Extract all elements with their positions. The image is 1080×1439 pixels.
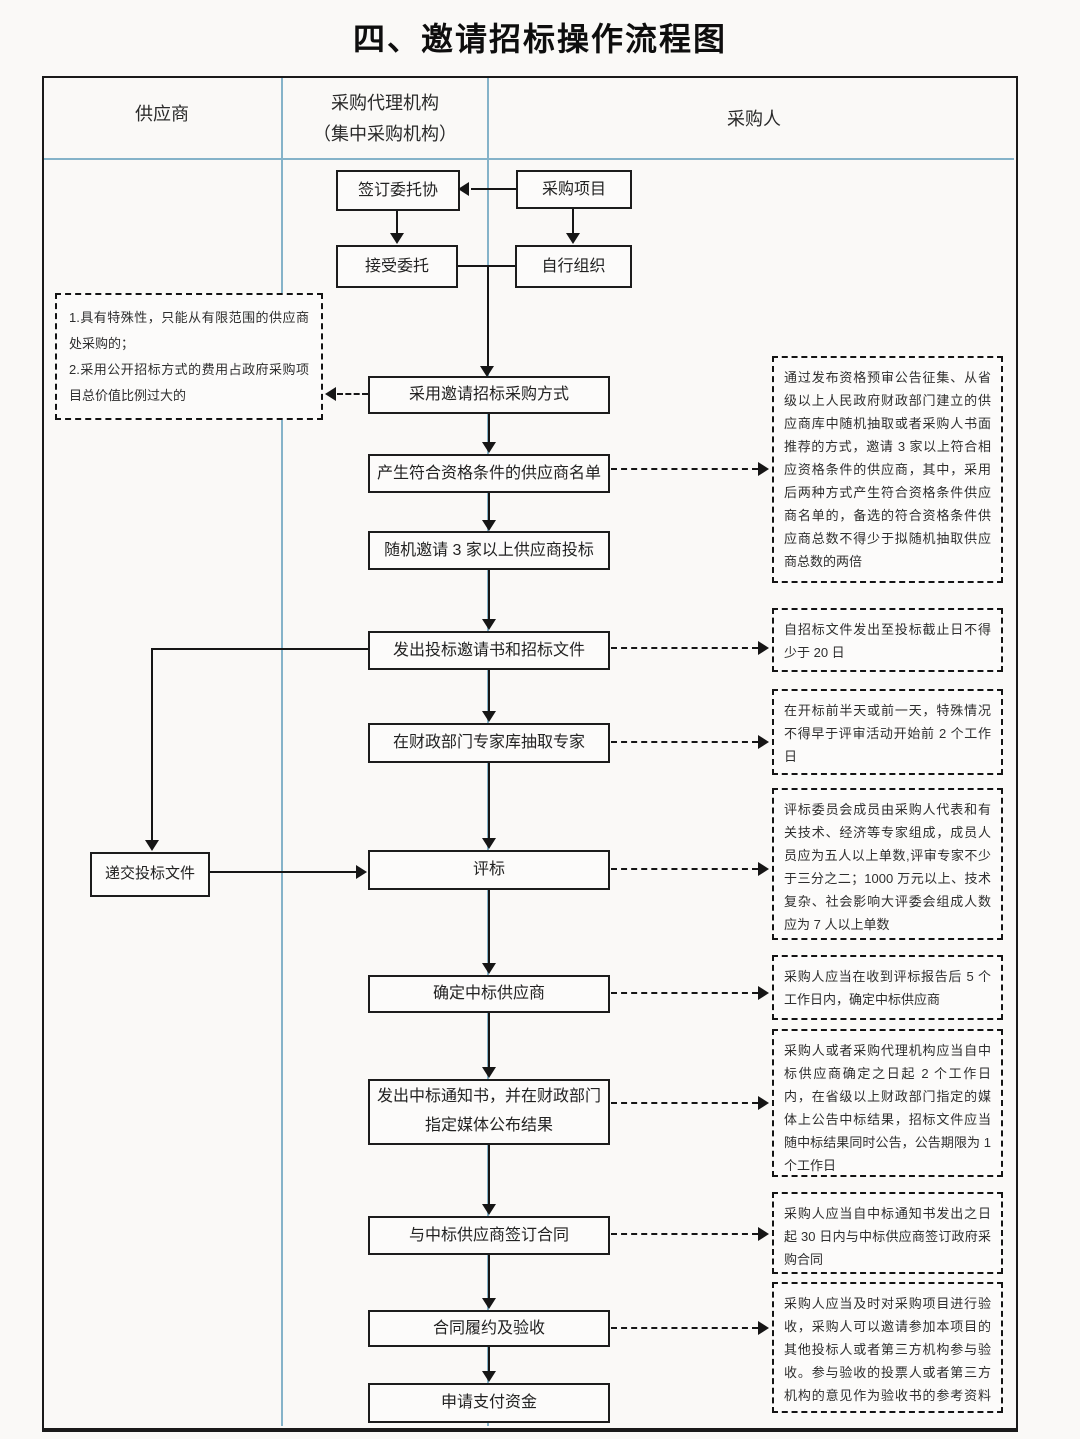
dashed-connector-winner-to-note [611,992,758,994]
flow-box-sign-agreement: 签订委托协 [336,170,460,211]
diagram-frame [42,76,1018,1432]
lane-divider-1 [281,78,283,1426]
flow-box-apply-payment: 申请支付资金 [368,1383,610,1423]
connector-generate-to-invite [488,493,490,520]
connector-submit-to-evaluation [210,871,356,873]
flow-box-submit-bid: 递交投标文件 [90,852,210,897]
arrowhead-contract-to-acceptance [482,1298,496,1309]
arrowhead-evaluation-to-winner [482,963,496,974]
arrowhead-adopt-to-left-note [325,387,336,401]
flow-box-adopt-method: 采用邀请招标采购方式 [368,376,610,414]
flow-box-generate-list: 产生符合资格条件的供应商名单 [368,454,610,493]
dashed-connector-invitation-to-note [611,647,758,649]
arrowhead-contract-to-note [758,1227,769,1241]
note-expert-timing: 在开标前半天或前一天，特殊情况不得早于评审活动开始前 2 个工作日 [772,689,1003,775]
note-left-conditions-item2: 2.采用公开招标方式的费用占政府采购项目总价值比例过大的 [69,362,309,403]
note-deadline-20: 自招标文件发出至投标截止日不得少于 20 日 [772,608,1003,672]
flow-box-determine-winner: 确定中标供应商 [368,975,610,1013]
page-title: 四、邀请招标操作流程图 [352,21,727,57]
flow-box-self-organize: 自行组织 [515,245,632,288]
flow-box-random-invite: 随机邀请 3 家以上供应商投标 [368,531,610,570]
flow-box-issue-invitation: 发出投标邀请书和招标文件 [368,631,610,670]
connector-evaluation-to-winner [488,890,490,963]
flow-box-evaluation: 评标 [368,850,610,890]
flow-box-issue-notice: 发出中标通知书，并在财政部门指定媒体公布结果 [368,1079,610,1145]
arrowhead-generate-to-note [758,462,769,476]
connector-agreement-to-accept [396,211,398,233]
connector-invitation-to-experts [488,670,490,711]
arrowhead-evaluation-to-note [758,862,769,876]
arrowhead-notice-to-note [758,1096,769,1110]
lane-header-agency-line1: 采购代理机构 [331,93,439,113]
dashed-connector-contract-to-note [611,1233,758,1235]
note-contract-30-days: 采购人应当自中标通知书发出之日起 30 日内与中标供应商签订政府采购合同 [772,1192,1003,1274]
flow-box-contract-acceptance: 合同履约及验收 [368,1310,610,1347]
arrowhead-submit-to-evaluation [356,865,367,879]
note-qualification: 通过发布资格预审公告征集、从省级以上人民政府财政部门建立的供应商库中随机抽取或者… [772,356,1003,583]
arrowhead-adopt-to-generate [482,442,496,453]
dashed-connector-evaluation-to-note [611,868,758,870]
flow-box-accept-entrustment: 接受委托 [336,245,458,288]
connector-junction-down [487,265,489,366]
dashed-connector-acceptance-to-note [611,1327,758,1329]
connector-project-to-selforganize [572,209,574,233]
connector-winner-to-notice [488,1013,490,1067]
arrowhead-agreement-to-accept [390,233,404,244]
lane-header-agency: 采购代理机构 （集中采购机构） [290,88,480,150]
arrowhead-project-to-agreement [458,182,469,196]
arrowhead-invite-to-invitation [482,619,496,630]
flow-box-extract-experts: 在财政部门专家库抽取专家 [368,723,610,763]
dashed-connector-generate-to-note [611,468,758,470]
connector-adopt-to-generate [488,414,490,442]
note-confirm-5-days: 采购人应当在收到评标报告后 5 个工作日内，确定中标供应商 [772,955,1003,1020]
note-announce: 采购人或者采购代理机构应当自中标供应商确定之日起 2 个工作日内，在省级以上财政… [772,1029,1003,1177]
lane-header-agency-line2: （集中采购机构） [313,124,457,144]
connector-experts-to-evaluation [488,763,490,838]
connector-acceptance-to-payment [488,1347,490,1371]
arrowhead-junction-to-adopt [480,366,494,377]
connector-project-to-agreement [471,188,516,190]
connector-accept-selforganize-junction [457,265,516,267]
arrowhead-acceptance-to-note [758,1321,769,1335]
dashed-connector-experts-to-note [611,741,758,743]
arrowhead-invitation-to-experts [482,711,496,722]
arrowhead-winner-to-note [758,986,769,1000]
arrowhead-invitation-to-note [758,641,769,655]
dashed-connector-adopt-to-left-note [337,393,368,395]
arrowhead-project-to-selforganize [566,233,580,244]
arrowhead-winner-to-notice [482,1067,496,1078]
arrowhead-experts-to-evaluation [482,838,496,849]
connector-contract-to-acceptance [488,1255,490,1298]
connector-invitation-branch-left [151,648,368,650]
note-left-conditions-item1: 1.具有特殊性，只能从有限范围的供应商处采购的； [69,310,309,351]
flow-box-sign-contract: 与中标供应商签订合同 [368,1216,610,1255]
header-divider [44,158,1014,160]
arrowhead-generate-to-invite [482,520,496,531]
dashed-connector-notice-to-note [611,1102,758,1104]
note-acceptance: 采购人应当及时对采购项目进行验收，采购人可以邀请参加本项目的其他投标人或者第三方… [772,1282,1003,1413]
note-left-conditions: 1.具有特殊性，只能从有限范围的供应商处采购的； 2.采用公开招标方式的费用占政… [55,293,323,420]
flow-box-procurement-project: 采购项目 [516,170,632,209]
arrowhead-branch-to-submit [145,840,159,851]
arrowhead-notice-to-contract [482,1204,496,1215]
note-committee: 评标委员会成员由采购人代表和有关技术、经济等专家组成，成员人员应为五人以上单数,… [772,788,1003,940]
lane-header-supplier: 供应商 [135,104,189,124]
lane-header-purchaser: 采购人 [727,109,781,129]
connector-notice-to-contract [488,1145,490,1204]
connector-invite-to-invitation [488,570,490,619]
arrowhead-experts-to-note [758,735,769,749]
arrowhead-acceptance-to-payment [482,1371,496,1382]
connector-branch-down-to-submit [151,648,153,840]
